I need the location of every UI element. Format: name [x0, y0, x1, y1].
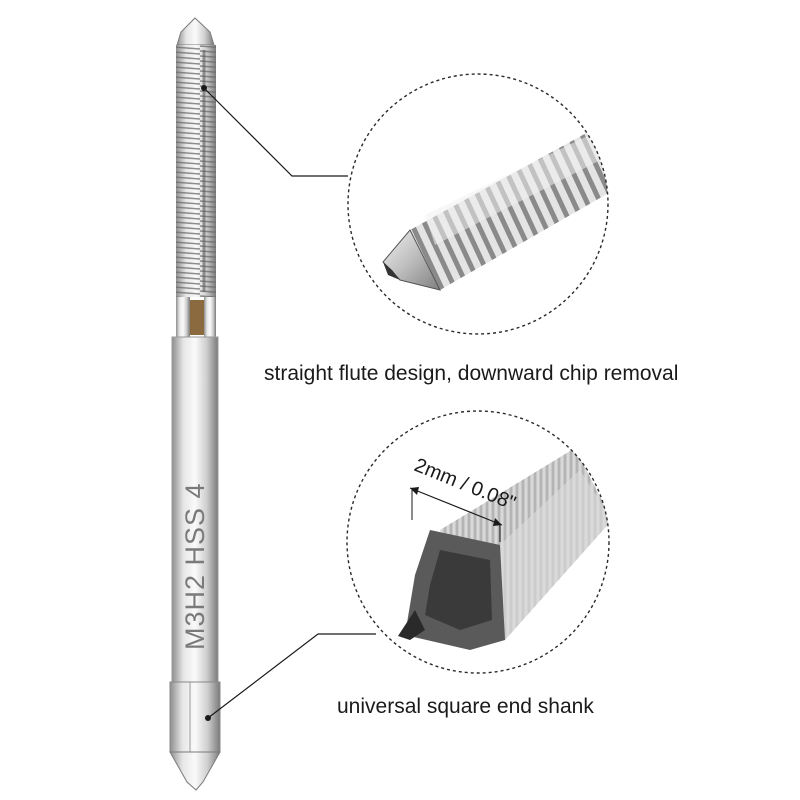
shank-caption: universal square end shank — [337, 695, 594, 718]
tap-tool — [169, 17, 221, 791]
shank-leader-line — [207, 633, 376, 719]
dimension-arrow — [409, 487, 503, 542]
flute-end-band — [190, 300, 204, 335]
shank-marking: M3H2 HSS 4 — [180, 482, 210, 650]
tap-tip — [176, 17, 215, 46]
flute-caption: straight flute design, downward chip rem… — [264, 362, 679, 385]
shank-zoom-bubble: 2mm / 0.08" — [346, 410, 610, 674]
tap-shank — [171, 336, 219, 683]
square-end — [169, 681, 221, 753]
shank-zoom-outline — [346, 410, 610, 674]
flute-zoom-bubble — [347, 73, 609, 335]
flute-leader-line — [203, 87, 348, 177]
flute-zoom-outline — [347, 73, 609, 335]
